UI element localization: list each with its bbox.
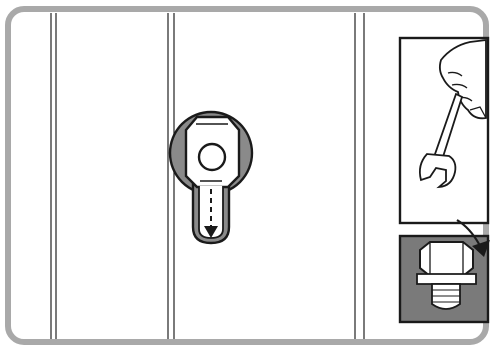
tightened-nut-icon [400, 236, 488, 322]
hand-wrench-icon [400, 38, 488, 223]
